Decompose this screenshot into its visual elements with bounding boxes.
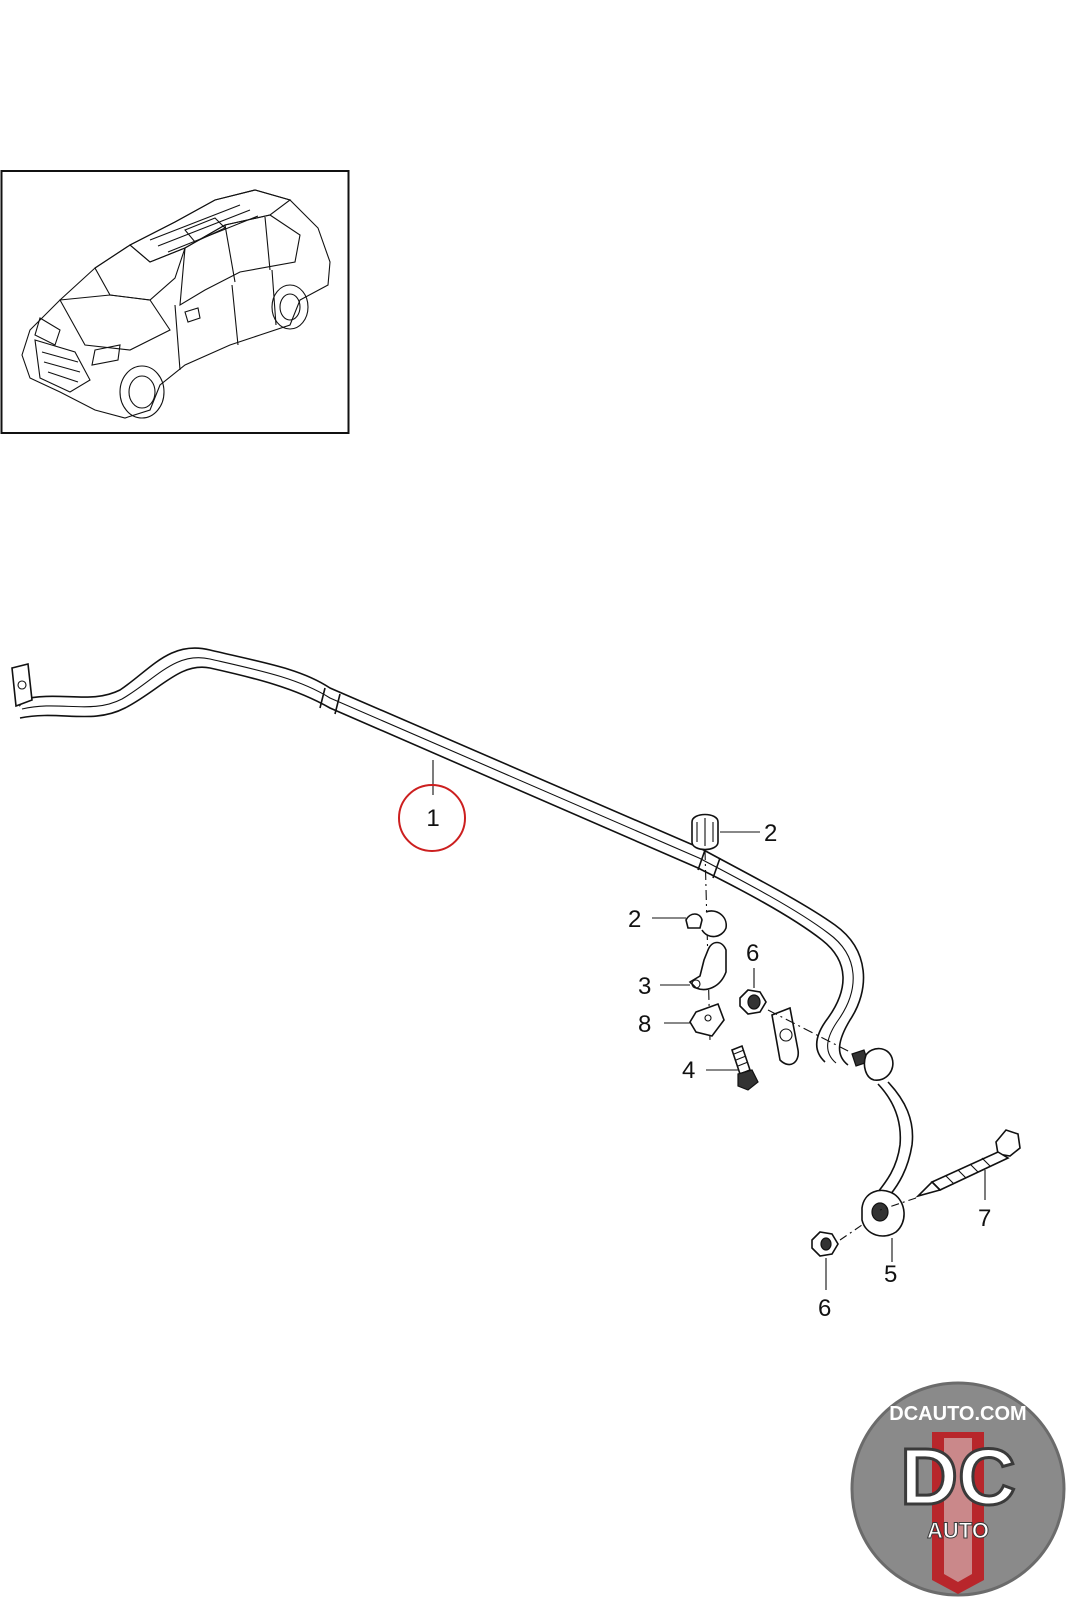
callout-8[interactable]: 8 [638,1011,651,1038]
vehicle-thumbnail [0,170,350,434]
logo-sub-text: AUTO [927,1518,989,1543]
bracket [664,1002,725,1037]
dcauto-logo: DCAUTO.COM DC AUTO [850,1381,1066,1597]
clamp [660,941,727,991]
nut-lower [811,1224,863,1290]
highlight-circle-1 [398,784,466,852]
callout-6-upper[interactable]: 6 [746,940,759,967]
callout-7[interactable]: 7 [978,1205,991,1232]
bushing-upper [691,813,760,851]
bushing-lower [652,910,727,938]
suv-illustration [21,189,331,419]
callout-labels: 1 2 2 6 3 8 4 7 5 6 [426,805,991,1322]
nut-upper [739,968,767,1015]
callout-4[interactable]: 4 [682,1057,695,1084]
alignment-line-link [767,1009,851,1053]
callout-5[interactable]: 5 [884,1261,897,1288]
logo-mark: DC [900,1432,1016,1521]
logo-site-text: DCAUTO.COM [889,1403,1026,1425]
callout-1[interactable]: 1 [426,805,439,832]
callout-2-lower[interactable]: 2 [628,906,641,933]
stabilizer-link [851,1047,914,1262]
callout-6-lower[interactable]: 6 [818,1295,831,1322]
stabilizer-bar [11,647,865,1066]
callout-3[interactable]: 3 [638,973,651,1000]
callout-2-upper[interactable]: 2 [764,820,777,847]
alignment-line-vertical [704,849,711,1041]
bolt-small [706,1044,759,1091]
bolt-long [879,1129,1021,1211]
